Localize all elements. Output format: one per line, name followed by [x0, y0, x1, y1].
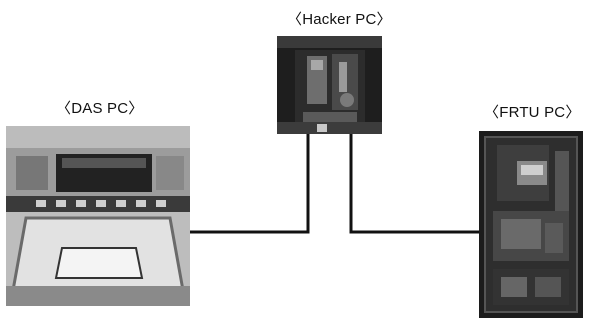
link-das-to-hacker [190, 130, 310, 234]
link-hacker-to-frtu [349, 130, 479, 234]
das-pc-photo [6, 126, 190, 306]
hacker-pc-photo [277, 36, 382, 134]
das-pc-label: 〈DAS PC〉 [56, 100, 144, 117]
hacker-pc-label: 〈Hacker PC〉 [287, 11, 392, 28]
frtu-pc-photo [479, 131, 583, 318]
frtu-pc-label: 〈FRTU PC〉 [484, 104, 581, 121]
